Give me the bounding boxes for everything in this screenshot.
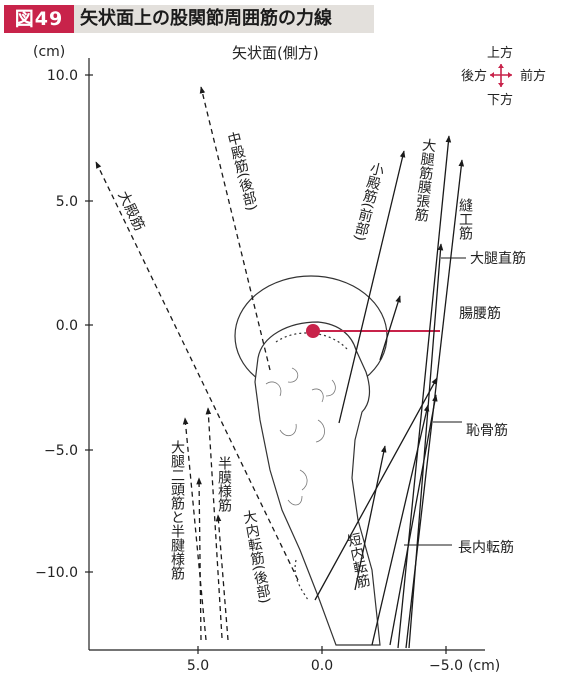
y-tick-label-10: 10.0 bbox=[47, 68, 78, 84]
force-line-biceps-semitendinosus bbox=[182, 417, 207, 641]
diagram-subtitle: 矢状面(側方) bbox=[232, 44, 319, 62]
force-line-iliopsoas bbox=[379, 295, 401, 361]
force-line-rectus-femoris bbox=[408, 243, 444, 649]
y-ticks bbox=[85, 74, 93, 573]
title-background bbox=[74, 5, 374, 33]
x-tick-label-minus-5: −5.0 bbox=[429, 658, 463, 674]
label-gluteus-minimus-anterior: 小殿筋(前部) bbox=[351, 160, 386, 242]
x-tick-label-0: 0.0 bbox=[311, 658, 333, 674]
force-line-adductor-brevis bbox=[354, 445, 387, 591]
x-ticks bbox=[197, 646, 447, 654]
femur-illustration bbox=[234, 275, 388, 646]
label-biceps-semitendinosus: 大腿二頭筋と半腱様筋 bbox=[169, 440, 185, 581]
axes: (cm) 10.0 5.0 0.0 −5.0 −10.0 5.0 0.0 −5.… bbox=[33, 44, 500, 674]
y-tick-label-5: 5.0 bbox=[56, 194, 78, 210]
direction-compass: 上方 下方 後方 前方 bbox=[461, 45, 546, 108]
force-line-semimembranosus bbox=[205, 407, 223, 639]
force-line-adductor-longus bbox=[371, 404, 430, 646]
bone-texture bbox=[265, 367, 336, 506]
label-semimembranosus: 半膜様筋 bbox=[216, 456, 232, 513]
compass-up-label: 上方 bbox=[487, 45, 513, 61]
label-sartorius: 縫工筋 bbox=[457, 198, 473, 241]
y-axis-unit: (cm) bbox=[33, 44, 65, 60]
posterior-force-lines bbox=[95, 86, 299, 641]
figure-number-badge: 図49 bbox=[4, 5, 74, 33]
compass-down-label: 下方 bbox=[487, 92, 513, 108]
compass-back-label: 後方 bbox=[461, 68, 487, 84]
label-rectus-femoris: 大腿直筋 bbox=[470, 250, 526, 267]
femoral-head-and-neck bbox=[254, 321, 381, 646]
force-line-adductor-extra bbox=[389, 394, 438, 646]
figure-header: 図49 矢状面上の股関節周囲筋の力線 bbox=[0, 0, 562, 38]
y-tick-label-minus-10: −10.0 bbox=[35, 565, 78, 581]
y-tick-label-0: 0.0 bbox=[56, 318, 78, 334]
anterior-force-lines bbox=[314, 135, 465, 649]
label-gluteus-medius-posterior: 中殿筋(後部) bbox=[224, 130, 259, 212]
label-pectineus: 恥骨筋 bbox=[466, 422, 508, 439]
hip-joint-center-marker bbox=[306, 324, 320, 338]
force-line-gluteus-minimus-anterior bbox=[338, 150, 406, 424]
y-tick-label-minus-5: −5.0 bbox=[44, 443, 78, 459]
force-line-adductor-magnus-posterior bbox=[215, 514, 229, 641]
force-line-biceps-short bbox=[196, 477, 202, 641]
femoral-head-inner bbox=[275, 332, 349, 351]
label-adductor-magnus-posterior: 大内転筋(後部) bbox=[240, 509, 272, 605]
force-line-tensor-fasciae-latae bbox=[397, 135, 452, 649]
x-axis-unit: (cm) bbox=[468, 658, 500, 674]
force-line-gluteus-medius-posterior bbox=[199, 86, 271, 371]
figure-title: 矢状面上の股関節周囲筋の力線 bbox=[80, 8, 332, 29]
label-adductor-longus: 長内転筋 bbox=[458, 539, 514, 556]
label-leader-lines bbox=[404, 257, 466, 546]
label-gluteus-maximus: 大殿筋 bbox=[114, 188, 148, 233]
label-tensor-fasciae-latae: 大腿筋膜張筋 bbox=[412, 137, 437, 224]
compass-front-label: 前方 bbox=[520, 68, 546, 84]
x-tick-label-5: 5.0 bbox=[187, 658, 209, 674]
label-iliopsoas: 腸腰筋 bbox=[459, 305, 501, 322]
